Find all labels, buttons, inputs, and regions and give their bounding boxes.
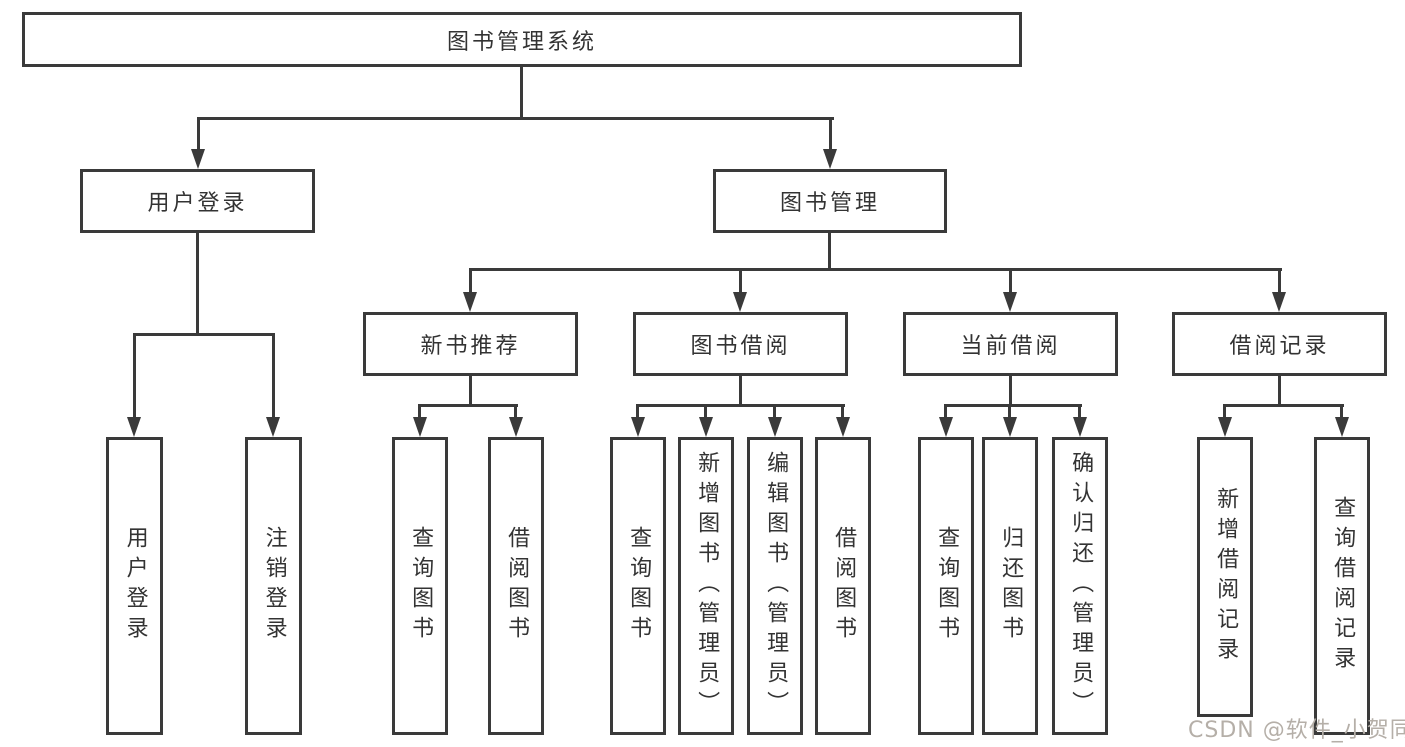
connector-line <box>418 404 421 420</box>
arrowhead <box>1003 417 1017 437</box>
csdn-watermark: CSDN @软件_小贺同学 <box>1188 718 1405 743</box>
leaf-return-books-label: 归还图书 <box>998 526 1024 646</box>
connector-line <box>773 404 776 420</box>
arrowhead <box>1073 417 1087 437</box>
connector-line <box>469 268 472 296</box>
arrowhead <box>509 417 523 437</box>
node-user-login-label: 用户登录 <box>147 191 248 216</box>
leaf-user-login-label: 用户登录 <box>122 526 148 646</box>
connector-line <box>1340 404 1343 420</box>
arrowhead <box>191 149 205 169</box>
connector-line <box>944 404 947 420</box>
leaf-add-borrow-record: 新增借阅记录 <box>1197 437 1253 717</box>
node-book-borrowing-label: 图书借阅 <box>690 334 791 359</box>
arrowhead <box>413 417 427 437</box>
connector-line <box>418 404 518 407</box>
node-library-system-label: 图书管理系统 <box>446 29 597 55</box>
arrowhead <box>733 292 747 312</box>
node-borrowing-records-label: 借阅记录 <box>1229 334 1330 359</box>
connector-line <box>197 117 200 153</box>
node-borrowing-records: 借阅记录 <box>1172 312 1387 376</box>
arrowhead <box>631 417 645 437</box>
leaf-user-login: 用户登录 <box>106 437 163 735</box>
leaf-add-book-admin: 新增图书（管理员） <box>678 437 734 735</box>
leaf-edit-book-admin: 编辑图书（管理员） <box>747 437 803 735</box>
connector-line <box>196 233 199 336</box>
connector-line <box>133 333 275 336</box>
leaf-recommend-query-books-label: 查询图书 <box>408 526 434 646</box>
connector-line <box>1278 268 1281 296</box>
connector-line <box>469 376 472 407</box>
connector-line <box>828 233 831 271</box>
node-new-book-recommend: 新书推荐 <box>363 312 578 376</box>
leaf-recommend-query-books: 查询图书 <box>392 437 448 735</box>
arrowhead <box>127 417 141 437</box>
connector-line <box>841 404 844 420</box>
leaf-borrowing-query-books: 查询图书 <box>610 437 666 735</box>
arrowhead <box>1003 292 1017 312</box>
leaf-current-query-books: 查询图书 <box>918 437 974 735</box>
leaf-add-borrow-record-label: 新增借阅记录 <box>1213 487 1239 667</box>
connector-line <box>197 117 834 120</box>
arrowhead <box>266 417 280 437</box>
connector-line <box>944 404 1082 407</box>
arrowhead <box>939 417 953 437</box>
leaf-recommend-borrow-books: 借阅图书 <box>488 437 544 735</box>
node-current-borrowing: 当前借阅 <box>903 312 1118 376</box>
connector-line <box>829 117 832 153</box>
leaf-borrowing-borrow-books: 借阅图书 <box>815 437 871 735</box>
arrowhead <box>1218 417 1232 437</box>
connector-line <box>469 268 1282 271</box>
arrowhead <box>1272 292 1286 312</box>
connector-line <box>739 376 742 407</box>
node-user-login: 用户登录 <box>80 169 315 233</box>
node-library-system: 图书管理系统 <box>22 12 1022 67</box>
arrowhead <box>836 417 850 437</box>
node-book-management: 图书管理 <box>713 169 947 233</box>
leaf-recommend-borrow-books-label: 借阅图书 <box>504 526 530 646</box>
leaf-current-query-books-label: 查询图书 <box>934 526 960 646</box>
leaf-add-book-admin-label: 新增图书（管理员） <box>694 451 720 721</box>
leaf-borrowing-query-books-label: 查询图书 <box>626 526 652 646</box>
connector-line <box>1009 268 1012 296</box>
leaf-logout: 注销登录 <box>245 437 302 735</box>
leaf-edit-book-admin-label: 编辑图书（管理员） <box>763 451 789 721</box>
connector-line <box>1078 404 1081 420</box>
connector-line <box>1008 404 1011 420</box>
connector-line <box>1009 376 1012 407</box>
node-current-borrowing-label: 当前借阅 <box>960 334 1061 359</box>
leaf-logout-label: 注销登录 <box>261 526 287 646</box>
arrowhead <box>1335 417 1349 437</box>
leaf-query-borrow-record-label: 查询借阅记录 <box>1330 496 1356 676</box>
leaf-query-borrow-record: 查询借阅记录 <box>1314 437 1370 735</box>
node-book-management-label: 图书管理 <box>779 191 880 216</box>
arrowhead <box>699 417 713 437</box>
leaf-borrowing-borrow-books-label: 借阅图书 <box>831 526 857 646</box>
connector-line <box>636 404 639 420</box>
leaf-confirm-return-admin-label: 确认归还（管理员） <box>1068 451 1094 721</box>
connector-line <box>704 404 707 420</box>
connector-line <box>133 333 136 419</box>
leaf-return-books: 归还图书 <box>982 437 1038 735</box>
connector-line <box>636 404 845 407</box>
connector-line <box>1223 404 1226 420</box>
connector-line <box>514 404 517 420</box>
arrowhead <box>823 149 837 169</box>
leaf-confirm-return-admin: 确认归还（管理员） <box>1052 437 1108 735</box>
arrowhead <box>463 292 477 312</box>
node-book-borrowing: 图书借阅 <box>633 312 848 376</box>
connector-line <box>1278 376 1281 407</box>
connector-line <box>520 65 523 119</box>
connector-line <box>1223 404 1344 407</box>
node-new-book-recommend-label: 新书推荐 <box>420 334 521 359</box>
arrowhead <box>768 417 782 437</box>
connector-line <box>739 268 742 296</box>
connector-line <box>272 333 275 419</box>
